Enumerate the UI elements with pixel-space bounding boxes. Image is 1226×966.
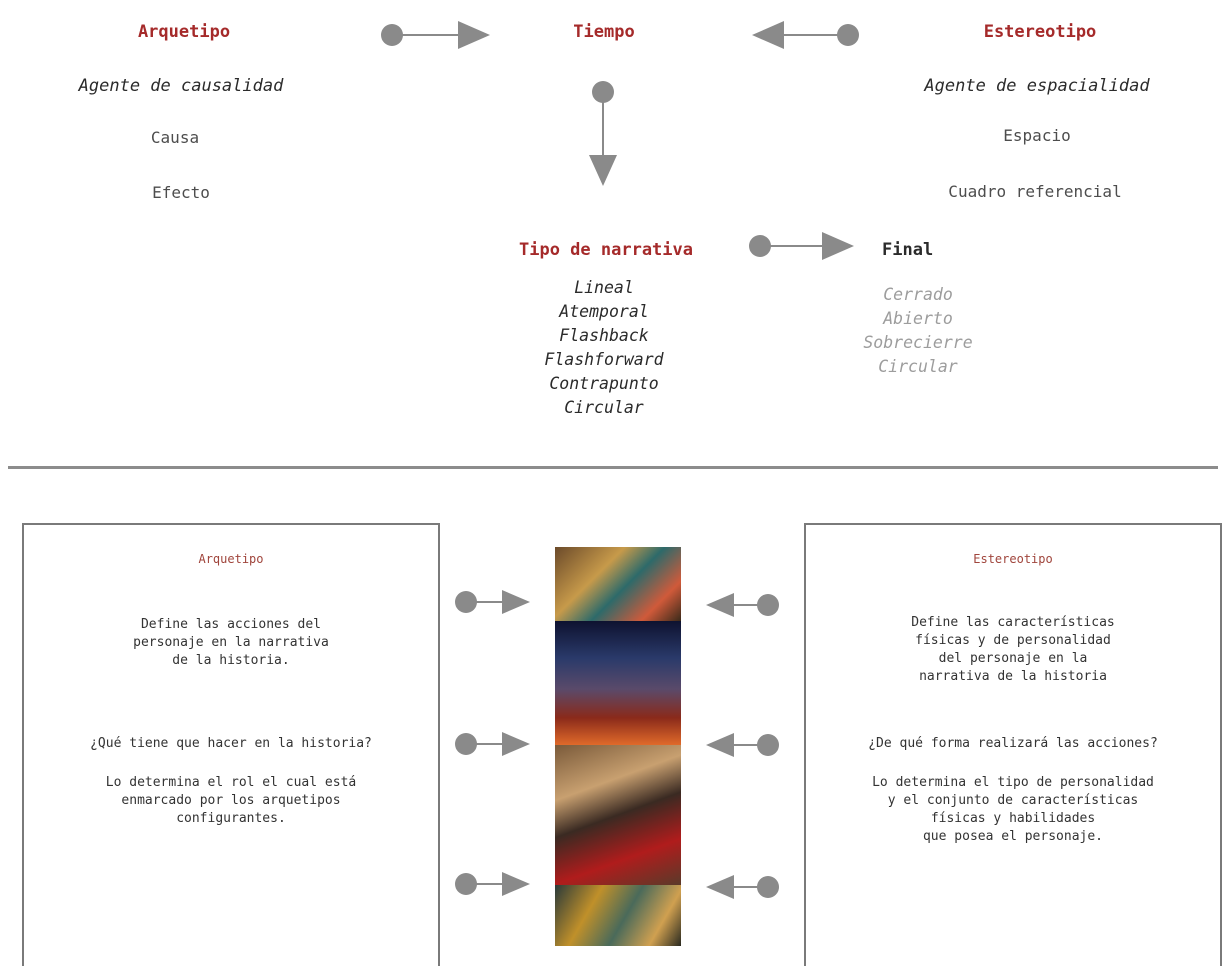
answer-line: Lo determina el rol el cual está [105,775,357,790]
connector-arquetipo-to-tiempo [381,21,490,49]
estereotipo-subtitle: Agente de espacialidad [924,76,1150,96]
answer-line: Lo determina el tipo de personalidad [872,775,1154,790]
definition-line: Define las características [911,615,1115,630]
definition-line: del personaje en la [938,651,1088,666]
arquetipo-box-question: ¿Qué tiene que hacer en la historia? [24,735,438,753]
answer-line: que posea el personaje. [922,829,1103,844]
estereotipo-box-answer: Lo determina el tipo de personalidad y e… [806,774,1220,846]
definition-line: personaje en la narrativa [133,635,329,650]
final-item: Cerrado [883,285,953,304]
connector-left-box-2 [455,732,530,756]
film-frame-1 [555,547,681,621]
final-item: Circular [878,357,958,376]
arquetipo-subtitle: Agente de causalidad [78,76,284,96]
definition-line: de la historia. [172,653,290,668]
narrativa-item: Circular [564,398,644,417]
film-strip-image [555,547,681,946]
connector-right-box-1 [706,593,779,617]
narrativa-item: Flashback [559,326,649,345]
estereotipo-title: Estereotipo [983,22,1097,42]
final-item: Sobrecierre [863,333,973,352]
connector-tiempo-to-narrativa [589,81,617,186]
estereotipo-box: Estereotipo Define las características f… [804,523,1222,966]
narrativa-list: Lineal Atemporal Flashback Flashforward … [544,276,663,420]
answer-line: configurantes. [176,811,286,826]
final-item: Abierto [883,309,953,328]
arquetipo-item-efecto: Efecto [152,183,210,202]
estereotipo-box-title: Estereotipo [973,552,1053,566]
film-frame-4 [555,885,681,946]
question-line: ¿Qué tiene que hacer en la historia? [90,736,372,751]
estereotipo-box-definition: Define las características físicas y de … [806,614,1220,686]
connector-left-box-1 [455,590,530,614]
connector-estereotipo-to-tiempo [752,21,859,49]
estereotipo-item-cuadro-referencial: Cuadro referencial [948,182,1122,201]
narrativa-item: Flashforward [544,350,664,369]
arquetipo-item-causa: Causa [150,128,200,147]
arquetipo-box: Arquetipo Define las acciones del person… [22,523,440,966]
film-frame-2 [555,621,681,745]
tiempo-title: Tiempo [573,22,635,42]
answer-line: físicas y habilidades [930,811,1096,826]
film-frame-3 [555,745,681,885]
final-list: Cerrado Abierto Sobrecierre Circular [863,283,972,379]
definition-line: físicas y de personalidad [915,633,1111,648]
definition-line: Define las acciones del [140,617,321,632]
narrativa-item: Lineal [574,278,634,297]
arquetipo-box-definition: Define las acciones del personaje en la … [24,616,438,670]
narrativa-item: Atemporal [559,302,649,321]
connector-right-box-3 [706,875,779,899]
arquetipo-box-title: Arquetipo [198,552,264,566]
final-title: Final [882,240,934,260]
answer-line: y el conjunto de características [887,793,1139,808]
connector-narrativa-to-final [749,232,854,260]
estereotipo-box-question: ¿De qué forma realizará las acciones? [806,735,1220,753]
arquetipo-box-answer: Lo determina el rol el cual está enmarca… [24,774,438,828]
estereotipo-item-espacio: Espacio [1003,126,1071,145]
connector-left-box-3 [455,872,530,896]
section-divider [8,466,1218,469]
narrativa-item: Contrapunto [549,374,659,393]
question-line: ¿De qué forma realizará las acciones? [868,736,1158,751]
narrativa-title: Tipo de narrativa [519,240,693,260]
answer-line: enmarcado por los arquetipos [121,793,341,808]
connector-right-box-2 [706,733,779,757]
arquetipo-title: Arquetipo [137,22,231,42]
definition-line: narrativa de la historia [919,669,1107,684]
